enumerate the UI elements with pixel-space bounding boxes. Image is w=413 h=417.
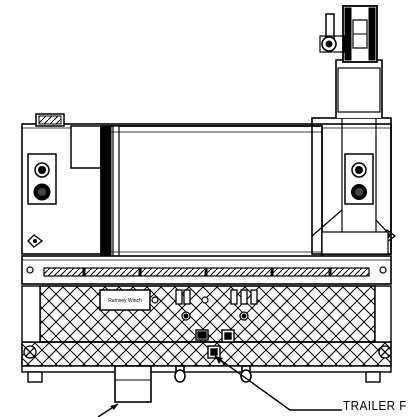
corner-bolts	[23, 345, 392, 359]
nameplate-text: Ramsey Winch	[108, 298, 142, 304]
tie-down-hooks	[174, 365, 252, 383]
terminal-block-right	[230, 289, 258, 321]
leader-arrowhead	[110, 404, 118, 410]
leader-line-trailer	[214, 355, 342, 411]
feet	[27, 371, 381, 383]
terminal-block-left	[175, 289, 191, 321]
winch-drum	[100, 125, 323, 259]
base-rail	[21, 255, 392, 285]
top-handle	[35, 113, 65, 127]
hitch-receiver	[114, 365, 152, 403]
trailer-callout-label: TRAILER F	[343, 398, 407, 413]
right-indicator-pod	[344, 153, 374, 205]
mount-ear-left	[27, 234, 44, 248]
pulley-block	[319, 5, 378, 63]
left-indicator-pod	[27, 153, 57, 205]
mast-tower	[311, 59, 392, 255]
connector-boxes	[195, 329, 235, 359]
bottom-rail	[21, 365, 392, 373]
small-screws	[151, 296, 209, 304]
motor-box	[70, 125, 102, 169]
nameplate: Ramsey Winch	[99, 289, 151, 311]
